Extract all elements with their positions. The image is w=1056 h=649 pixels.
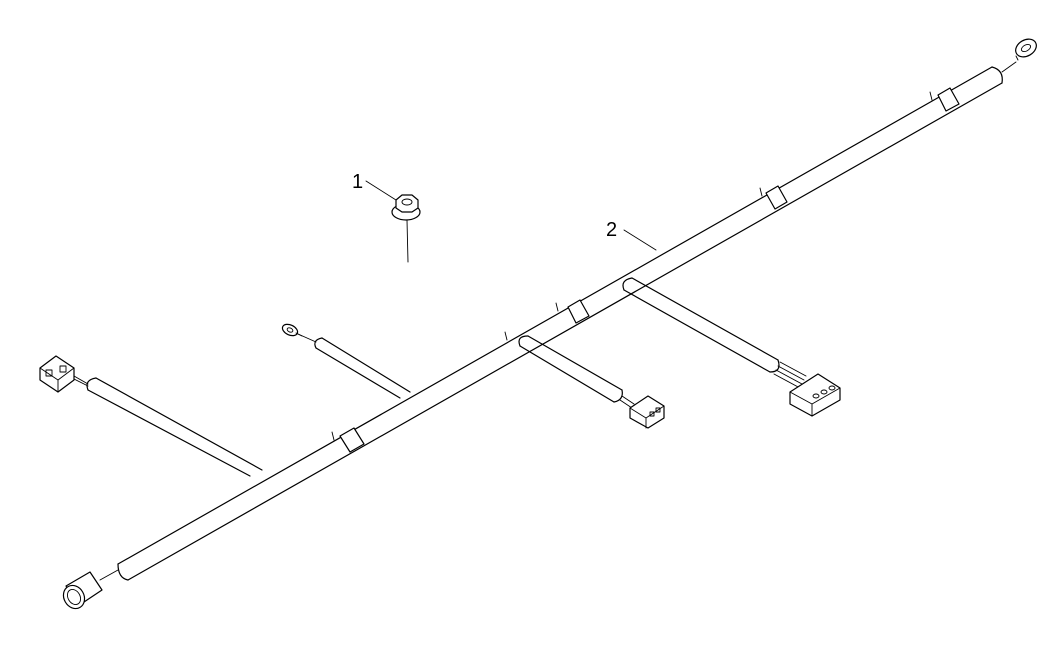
- grommet-icon: [62, 571, 103, 610]
- connector-icon: [789, 373, 841, 417]
- connector-icon: [39, 355, 75, 393]
- callout-2: 2: [606, 219, 657, 251]
- ring-terminal-icon: [1015, 38, 1037, 61]
- callout-2-label: 2: [606, 219, 617, 241]
- tape-band: [339, 87, 960, 453]
- branch-center: [518, 335, 635, 409]
- connector-icon: [629, 395, 665, 429]
- branch-right: [622, 277, 807, 389]
- branch-left: [71, 375, 263, 477]
- flange-nut-icon: [391, 194, 421, 263]
- wiring-harness-trunk: [117, 66, 1003, 581]
- callout-1-label: 1: [352, 171, 363, 193]
- branch-ring-terminal: [297, 333, 411, 399]
- callout-1: 1: [352, 171, 397, 201]
- ring-terminal-icon: [281, 323, 303, 337]
